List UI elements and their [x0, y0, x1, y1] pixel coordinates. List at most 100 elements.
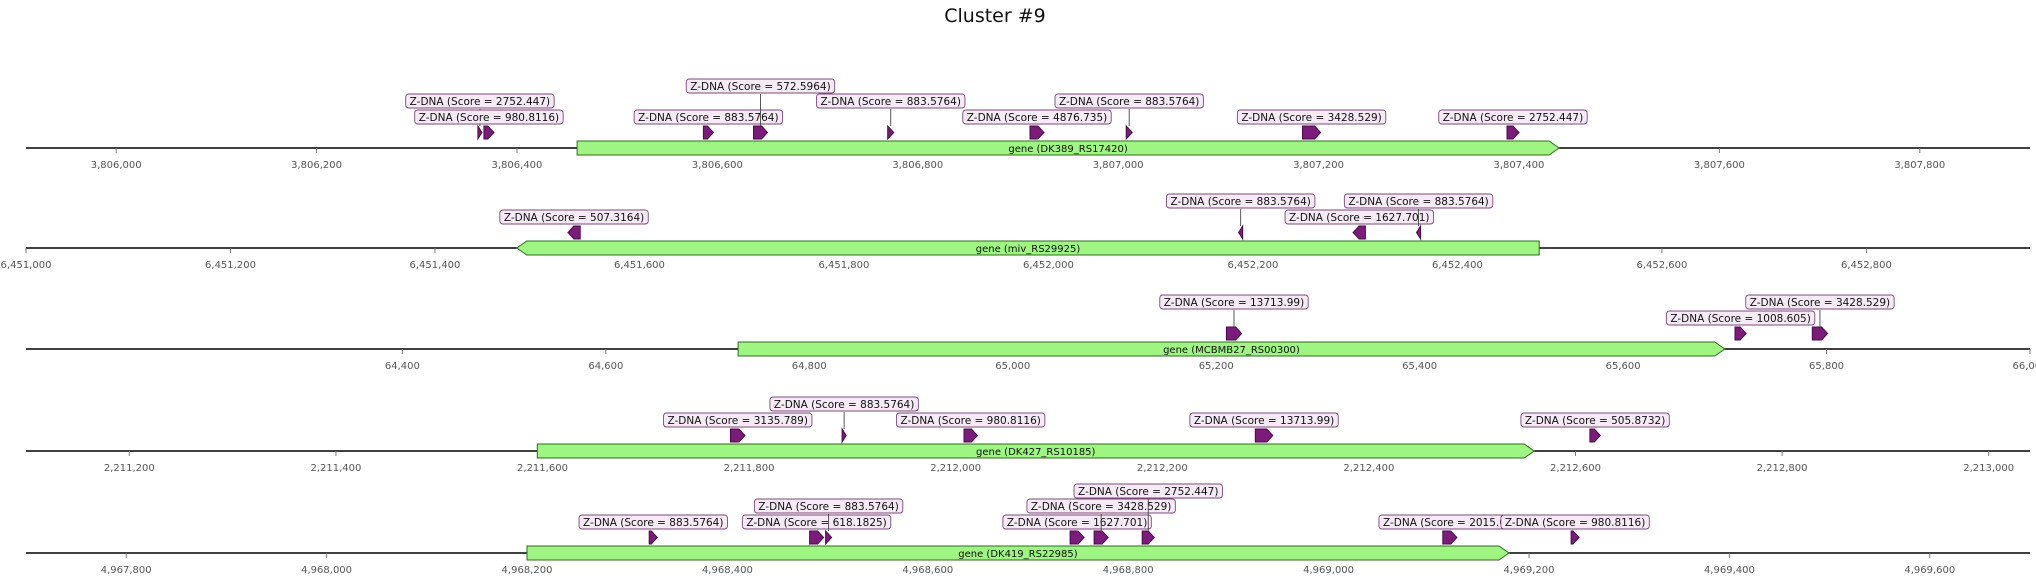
feature-label-box — [753, 498, 904, 514]
tick-label: 2,212,400 — [1343, 463, 1394, 474]
tick-label: 65,200 — [1199, 361, 1234, 372]
zdna-feature — [1238, 224, 1244, 241]
tick-label: 3,806,400 — [492, 160, 543, 171]
feature-label-box — [1500, 514, 1650, 530]
feature-annotation: Z-DNA (Score = 2752.447) — [1073, 483, 1223, 499]
feature-label: Z-DNA (Score = 1627.701) — [1289, 212, 1429, 224]
feature-label: Z-DNA (Score = 980.8116) — [1505, 517, 1645, 529]
zdna-feature — [825, 529, 833, 546]
zdna-feature — [963, 428, 979, 443]
tick-label: 4,969,200 — [1504, 565, 1555, 576]
feature-annotation: Z-DNA (Score = 2752.447) — [405, 93, 555, 109]
feature-label-box — [1002, 514, 1152, 530]
tick-label: 2,212,000 — [930, 463, 981, 474]
tick-label: 2,212,600 — [1550, 463, 1601, 474]
tick-label: 6,451,800 — [819, 260, 870, 271]
tick-label: 66,000 — [2013, 361, 2036, 372]
feature-label: Z-DNA (Score = 3428.529) — [1750, 297, 1890, 309]
feature-label: Z-DNA (Score = 2015.61) — [1383, 517, 1517, 529]
tick-label: 4,968,800 — [1103, 565, 1154, 576]
feature-label-box — [1343, 193, 1494, 209]
feature-annotation: Z-DNA (Score = 2752.447) — [1438, 109, 1588, 125]
tick-label: 2,212,200 — [1137, 463, 1188, 474]
zdna-feature — [809, 530, 825, 545]
feature-annotation: Z-DNA (Score = 883.5764) — [578, 514, 728, 530]
feature-label-box — [1189, 412, 1339, 428]
feature-label: Z-DNA (Score = 3135.789) — [668, 415, 808, 427]
feature-label-box — [1665, 310, 1816, 326]
feature-label-box — [1166, 193, 1316, 209]
feature-label: Z-DNA (Score = 3428.529) — [1241, 112, 1381, 124]
feature-annotation: Z-DNA (Score = 980.8116) — [896, 412, 1046, 428]
feature-annotation: Z-DNA (Score = 980.8116) — [1500, 514, 1650, 530]
feature-label: Z-DNA (Score = 2752.447) — [410, 96, 550, 108]
feature-label-box — [1026, 498, 1176, 514]
zdna-feature — [887, 124, 895, 141]
feature-annotation: Z-DNA (Score = 3428.529) — [1745, 294, 1895, 310]
zdna-feature — [1254, 428, 1274, 443]
feature-label: Z-DNA (Score = 883.5764) — [583, 517, 723, 529]
zdna-feature — [648, 530, 658, 545]
zdna-feature — [1352, 225, 1366, 240]
tick-label: 4,969,600 — [1904, 565, 1955, 576]
tick-label: 3,807,800 — [1894, 160, 1945, 171]
zdna-feature — [1302, 125, 1322, 140]
gene-label: gene (DK427_RS10185) — [976, 447, 1096, 458]
tick-label: 65,000 — [995, 361, 1030, 372]
feature-annotation: Z-DNA (Score = 507.3164) — [499, 209, 649, 225]
feature-label-box — [1438, 109, 1588, 125]
feature-label-box — [1284, 209, 1434, 225]
gene-arrow — [515, 240, 1540, 256]
tick-label: 6,452,400 — [1432, 260, 1483, 271]
feature-label-box — [405, 93, 555, 109]
tick-label: 3,806,200 — [291, 160, 342, 171]
tick-label: 64,600 — [588, 361, 623, 372]
feature-annotation: Z-DNA (Score = 13713.99) — [1159, 294, 1309, 310]
feature-label-box — [1236, 109, 1387, 125]
tick-label: 64,800 — [792, 361, 827, 372]
zdna-feature — [730, 428, 746, 443]
gene-label: gene (DK419_RS22985) — [958, 549, 1078, 560]
tick-label: 3,807,600 — [1694, 160, 1745, 171]
tick-label: 6,452,800 — [1841, 260, 1892, 271]
feature-label: Z-DNA (Score = 883.5764) — [638, 112, 778, 124]
feature-label: Z-DNA (Score = 507.3164) — [504, 212, 644, 224]
gene-arrow — [576, 140, 1560, 156]
feature-annotation: Z-DNA (Score = 13713.99) — [1189, 412, 1339, 428]
zdna-feature — [483, 125, 495, 140]
feature-label: Z-DNA (Score = 1008.605) — [1670, 313, 1810, 325]
zdna-feature — [1811, 326, 1829, 341]
feature-label-box — [1073, 483, 1223, 499]
tick-label: 65,600 — [1606, 361, 1641, 372]
feature-label-box — [685, 78, 836, 94]
feature-annotation: Z-DNA (Score = 883.5764) — [1343, 193, 1494, 209]
feature-annotation: Z-DNA (Score = 1627.701) — [1002, 514, 1152, 530]
feature-label: Z-DNA (Score = 980.8116) — [419, 112, 559, 124]
feature-annotation: Z-DNA (Score = 3135.789) — [663, 412, 813, 428]
feature-annotation: Z-DNA (Score = 2015.61) — [1378, 514, 1522, 530]
feature-label: Z-DNA (Score = 3428.529) — [1031, 501, 1171, 513]
tick-label: 6,452,600 — [1636, 260, 1687, 271]
feature-label-box — [578, 514, 728, 530]
tick-label: 4,968,400 — [702, 565, 753, 576]
feature-label: Z-DNA (Score = 572.5964) — [690, 81, 830, 93]
zdna-feature — [1415, 224, 1422, 241]
feature-label: Z-DNA (Score = 2752.447) — [1443, 112, 1583, 124]
feature-label: Z-DNA (Score = 980.8116) — [900, 415, 1040, 427]
tick-label: 6,451,600 — [614, 260, 665, 271]
gene-label: gene (DK389_RS17420) — [1008, 144, 1128, 155]
feature-annotation: Z-DNA (Score = 883.5764) — [816, 93, 966, 109]
tick-label: 3,806,800 — [892, 160, 943, 171]
tick-label: 6,452,200 — [1227, 260, 1278, 271]
feature-label-box — [1054, 93, 1204, 109]
tick-label: 2,213,000 — [1963, 463, 2014, 474]
zdna-feature — [1125, 124, 1133, 141]
zdna-feature — [1589, 428, 1601, 443]
zdna-feature — [1442, 530, 1458, 545]
zdna-feature — [1570, 530, 1580, 545]
feature-annotation: Z-DNA (Score = 883.5764) — [633, 109, 784, 125]
zdna-feature — [567, 225, 581, 240]
tick-label: 6,451,200 — [205, 260, 256, 271]
